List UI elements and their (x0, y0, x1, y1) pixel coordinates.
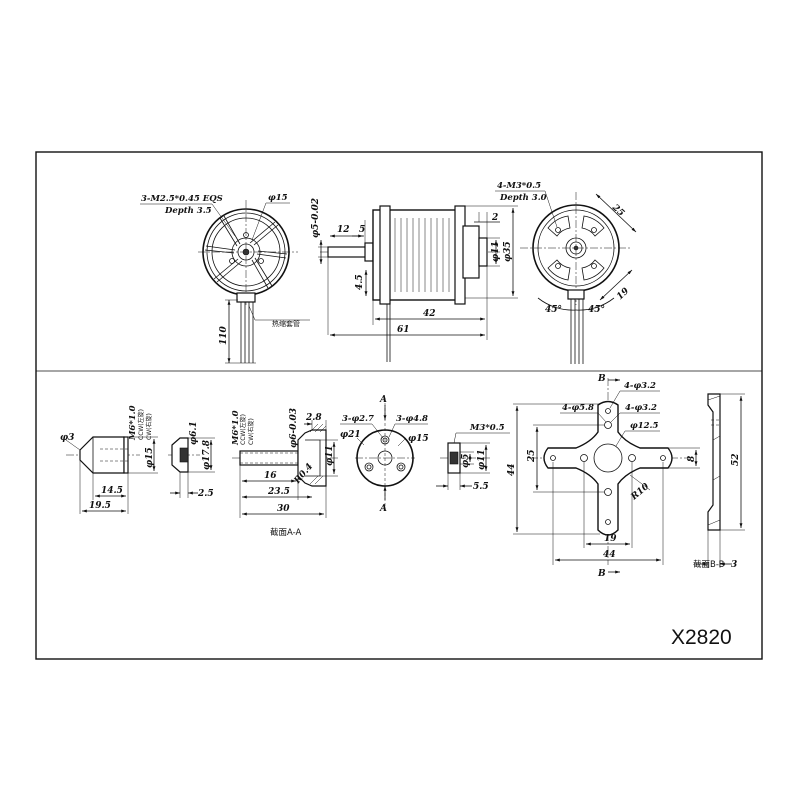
mount-side-height: 52 (731, 453, 741, 466)
adapter-cw: CW(右旋) (247, 418, 255, 445)
front-diameter: φ15 (268, 193, 288, 203)
rear-depth-note: Depth 3.0 (499, 193, 547, 203)
adapter-bore: φ6-0.03 (289, 408, 299, 448)
nut-cw: CW(右旋) (145, 413, 153, 440)
rear-dim-25: 25 (609, 202, 626, 219)
collar-thread: M3*0.5 (469, 423, 505, 433)
front-sleeve-label: 热缩套管 (272, 319, 300, 328)
mount-holes-b: 4-φ5.8 (562, 403, 594, 413)
adapter-ccw: CCW(左旋) (239, 414, 247, 445)
collar-view: M3*0.5 φ5 φ11 5.5 (436, 423, 510, 492)
rear-angle-2: 45° (588, 305, 605, 315)
mount-dim-44-h: 44 (603, 550, 616, 560)
drawing-border (35, 151, 763, 660)
adapter-section-caption: 截面A-A (270, 527, 302, 538)
flange-pcd: φ15 (408, 434, 429, 444)
collar-width: 5.5 (473, 482, 489, 492)
front-depth-note: Depth 3.5 (164, 206, 212, 216)
side-shaft-dia: φ5-0.02 (311, 198, 321, 238)
adapter-boss: φ11 (325, 445, 335, 466)
prop-nut-view: φ3 M6*1.0 CCW(左旋) CW(右旋) φ15 14.5 19.5 (60, 405, 158, 514)
washer-thick: 2.5 (197, 489, 214, 499)
adapter-dim-16: 16 (264, 471, 277, 481)
mount-mark-bottom: B (597, 569, 606, 579)
flange-holes-small: 3-φ2.7 (342, 414, 374, 424)
mount-center: φ12.5 (630, 421, 658, 431)
nut-thread: M6*1.0 (128, 405, 138, 441)
rear-angle-1: 45° (545, 305, 562, 315)
washer-outer: φ17.8 (202, 439, 212, 470)
mount-dim-19: 19 (604, 534, 617, 544)
collar-inner: φ5 (461, 454, 471, 468)
front-thread-note: 3-M2.5*0.45 EQS (141, 194, 223, 204)
nut-ccw: CCW(左旋) (137, 409, 145, 440)
rear-dim-19: 19 (615, 286, 632, 302)
flange-mark-bottom: A (379, 504, 387, 514)
mount-mark-top: B (597, 374, 606, 384)
mount-side-section: 52 3 截面B-B (693, 393, 745, 570)
rear-thread-note: 4-M3*0.5 (497, 181, 541, 191)
side-dim-42: 42 (423, 309, 436, 319)
nut-tip-dia: φ3 (60, 433, 74, 443)
mount-dim-8: 8 (687, 455, 697, 462)
side-dim-5: 5 (359, 225, 365, 235)
nut-dim-19-5: 19.5 (89, 501, 111, 511)
model-number: X2820 (671, 626, 732, 649)
nut-dia-15: φ15 (145, 447, 155, 468)
collar-outer: φ11 (477, 449, 487, 470)
side-dim-61: 61 (397, 325, 410, 335)
adapter-view: M6*1.0 CCW(左旋) CW(右旋) φ6-0.03 2.8 R0.4 φ… (231, 408, 340, 538)
washer-dia: φ6.1 (189, 421, 199, 445)
mount-side-thick: 3 (731, 560, 737, 570)
adapter-dim-2-8: 2.8 (305, 413, 322, 423)
side-boss-dia: φ11 (491, 241, 501, 262)
flange-view: A A 3-φ2.7 3-φ4.8 φ21 φ15 (340, 395, 429, 514)
nut-dim-14-5: 14.5 (101, 486, 123, 496)
adapter-thread: M6*1.0 (231, 410, 241, 446)
rear-view: 4-M3*0.5 Depth 3.0 25 19 45° 45° (495, 181, 637, 364)
mount-dim-44-v: 44 (507, 463, 517, 476)
front-view: 110 3-M2.5*0.45 EQS Depth 3.5 φ15 热缩套管 (140, 193, 310, 364)
flange-mark-top: A (379, 395, 387, 405)
adapter-dim-30: 30 (277, 504, 290, 514)
side-dim-2: 2 (491, 213, 498, 223)
side-body-dia: φ35 (503, 241, 513, 262)
side-dim-12: 12 (337, 225, 350, 235)
mount-view: B B 4-φ3.2 4-φ5.8 4-φ3.2 φ12.5 44 (507, 374, 700, 579)
mount-holes-c: 4-φ3.2 (625, 403, 657, 413)
flange-holes-large: 3-φ4.8 (396, 414, 428, 424)
side-view: 12 5 φ5-0.02 4.5 2 φ11 φ35 42 61 (311, 198, 518, 362)
front-lead-length: 110 (219, 325, 229, 345)
mount-section-caption: 截面B-B (693, 559, 725, 570)
side-dim-4-5: 4.5 (355, 274, 365, 290)
flange-outer: φ21 (340, 430, 361, 440)
mount-holes-a: 4-φ3.2 (624, 381, 656, 391)
washer-view: φ6.1 φ17.8 2.5 (168, 421, 215, 499)
mount-dim-25: 25 (527, 449, 537, 463)
adapter-dim-23-5: 23.5 (267, 487, 290, 497)
